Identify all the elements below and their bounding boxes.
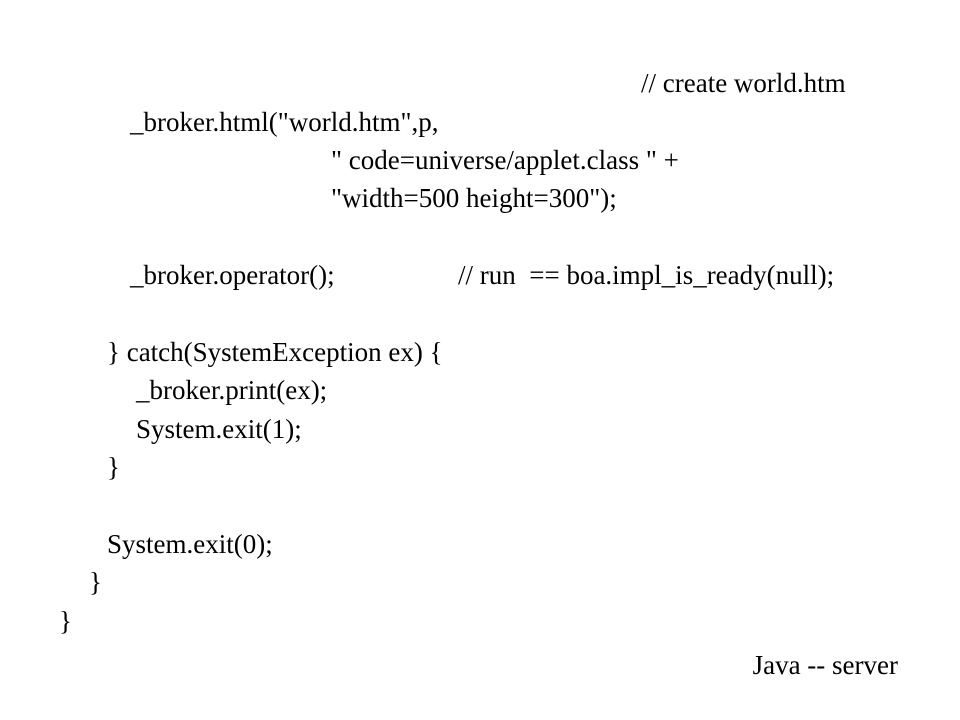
code-line-method-close-brace: } [89, 567, 102, 597]
code-line-catch-close-brace: } [107, 452, 120, 482]
code-line-width-height: "width=500 height=300"); [331, 183, 617, 213]
code-comment-create-world: // create world.htm [641, 68, 846, 98]
code-line-class-close-brace: } [59, 606, 72, 636]
code-line-system-exit-0: System.exit(0); [107, 529, 273, 559]
code-comment-run: // run == boa.impl_is_ready(null); [458, 260, 835, 290]
code-line-broker-operator: _broker.operator(); [130, 260, 335, 290]
code-line-broker-print: _broker.print(ex); [136, 375, 328, 405]
slide-footer-caption: Java -- server [752, 650, 898, 680]
code-line-broker-html: _broker.html("world.htm",p, [130, 107, 439, 137]
code-line-applet-class: " code=universe/applet.class " + [331, 145, 679, 175]
code-line-system-exit-1: System.exit(1); [136, 414, 302, 444]
code-line-catch: } catch(SystemException ex) { [107, 337, 443, 367]
